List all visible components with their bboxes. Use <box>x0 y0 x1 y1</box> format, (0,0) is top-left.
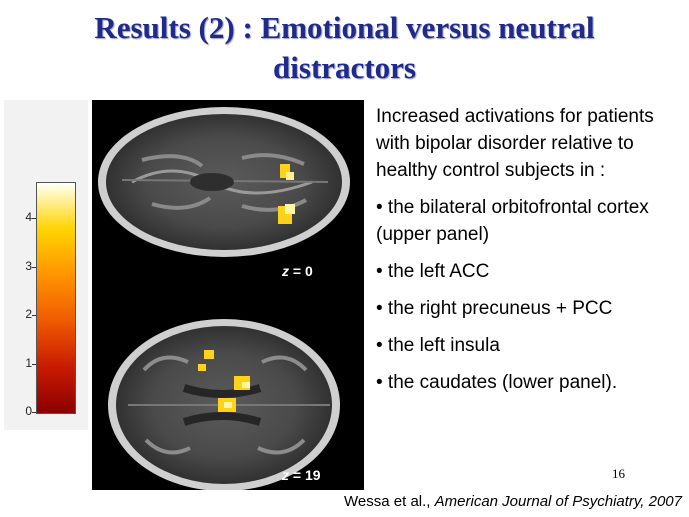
finding-bullet-orbitofrontal: • the bilateral orbitofrontal cortex (up… <box>376 197 649 245</box>
colorbar-tick-mark <box>32 412 36 413</box>
finding-bullet-acc: • the left ACC <box>376 261 490 282</box>
finding-bullet-caudates: • the caudates (lower panel). <box>376 372 618 393</box>
colorbar-tick-label: 3 <box>25 258 32 273</box>
activation-colorbar: 4 3 2 1 0 <box>4 100 88 430</box>
findings-intro: Increased activations for patients with … <box>376 106 654 181</box>
citation: Wessa et al., American Journal of Psychi… <box>0 493 682 510</box>
upper-axial-slice <box>98 107 350 257</box>
orbitofrontal-activation-clusters <box>278 164 295 224</box>
colorbar-tick-label: 0 <box>25 404 32 418</box>
colorbar-tick-label: 2 <box>25 307 32 322</box>
citation-authors: Wessa et al., <box>344 493 431 510</box>
panel-letter: b) <box>93 474 107 490</box>
slide-title-line-1: Results (2) : Emotional versus neutral <box>94 10 595 45</box>
colorbar-tick-label: 4 <box>25 210 32 225</box>
colorbar-tick-mark <box>32 363 36 365</box>
slide-title: Results (2) : Emotional versus neutral d… <box>0 8 689 88</box>
lower-slice-activation-clusters <box>198 350 250 412</box>
page-number: 16 <box>612 466 625 481</box>
upper-slice-z-label: z = 0 <box>281 263 313 279</box>
citation-journal: American Journal of Psychiatry, 2007 <box>434 493 682 510</box>
colorbar-tick-label: 1 <box>25 355 32 370</box>
finding-bullet-precuneus: • the right precuneus + PCC <box>376 298 613 319</box>
findings-text: Increased activations for patients with … <box>376 103 676 406</box>
colorbar-tick-mark <box>32 315 36 317</box>
lower-slice-z-label: z = 19 <box>281 467 321 483</box>
slide-title-line-2: distractors <box>273 50 416 85</box>
colorbar-tick-mark <box>32 266 36 268</box>
colorbar-tick-mark <box>32 218 36 220</box>
brain-slices-panel: z = 0 z = 19 <box>92 100 364 490</box>
colorbar-gradient <box>36 182 76 414</box>
brain-slices-image: z = 0 z = 19 <box>98 107 350 490</box>
finding-bullet-insula: • the left insula <box>376 335 500 356</box>
